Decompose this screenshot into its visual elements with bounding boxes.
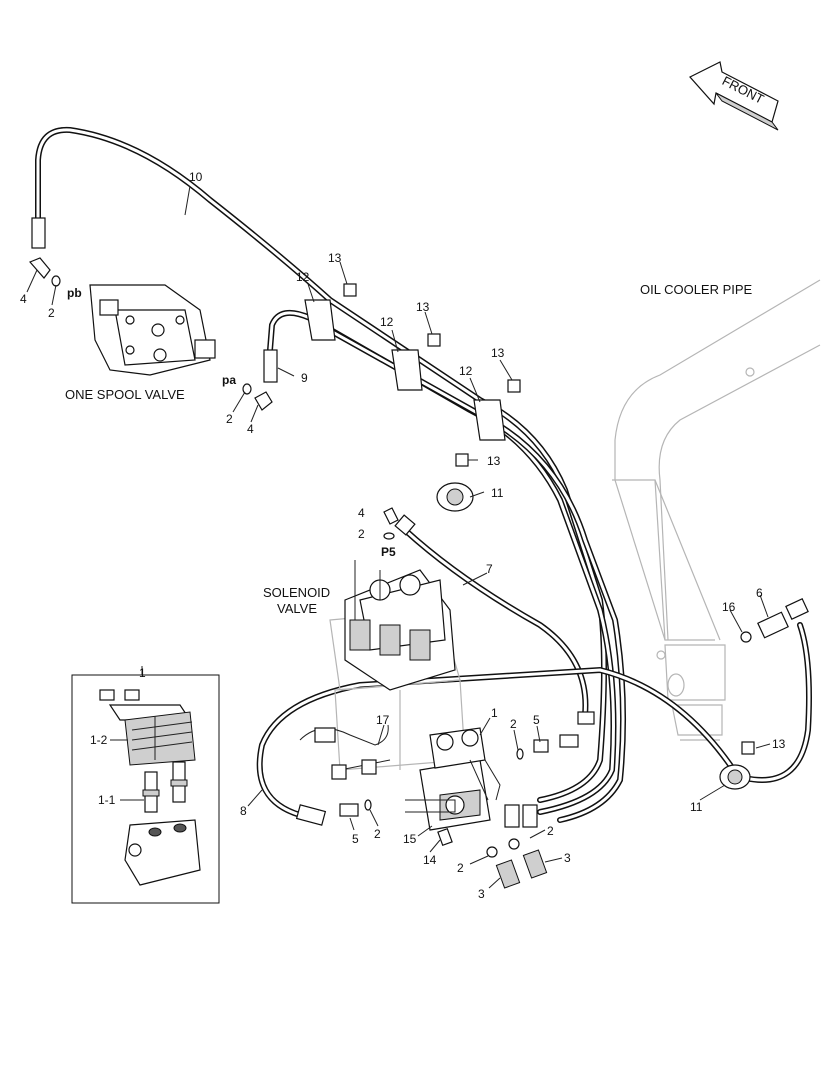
solenoid-valve-label-line2: VALVE — [277, 601, 317, 616]
inset-box — [71, 666, 220, 904]
solenoid-unit — [299, 724, 501, 831]
callout-9: 9 — [301, 371, 308, 385]
callout-13: 13 — [772, 737, 786, 751]
callout-11: 11 — [690, 800, 703, 814]
callout-14: 14 — [423, 853, 437, 867]
one-spool-valve-label: ONE SPOOL VALVE — [65, 387, 185, 402]
callout-7: 7 — [486, 562, 493, 576]
callout-3: 3 — [564, 851, 571, 865]
callout-2: 2 — [48, 306, 55, 320]
callout-5: 5 — [352, 832, 359, 846]
captions: OIL COOLER PIPE ONE SPOOL VALVE SOLENOID… — [65, 282, 753, 616]
callout-13: 13 — [416, 300, 430, 314]
front-arrow: FRONT — [689, 61, 779, 131]
callout-2: 2 — [374, 827, 381, 841]
fittings — [28, 217, 809, 889]
oil-cooler-pipe — [612, 279, 821, 741]
inset-callout-1-1: 1-1 — [98, 793, 116, 807]
one-spool-valve — [89, 284, 216, 376]
callout-2: 2 — [510, 717, 517, 731]
callout-13: 13 — [491, 346, 505, 360]
callout-12: 12 — [459, 364, 473, 378]
inset-callout-1-2: 1-2 — [90, 733, 108, 747]
callout-13: 13 — [487, 454, 501, 468]
callout-11: 11 — [491, 486, 504, 500]
port-pa-label: pa — [222, 373, 236, 387]
callout-2: 2 — [547, 824, 554, 838]
callout-16: 16 — [722, 600, 736, 614]
callout-2: 2 — [358, 527, 365, 541]
inset-callout-1: 1 — [139, 666, 146, 680]
callout-2: 2 — [457, 861, 464, 875]
hoses — [35, 126, 812, 823]
callout-2: 2 — [226, 412, 233, 426]
callout-1: 1 — [491, 706, 498, 720]
callout-12: 12 — [380, 315, 394, 329]
oil-cooler-pipe-label: OIL COOLER PIPE — [640, 282, 753, 297]
port-p5-label: P5 — [381, 545, 396, 559]
callout-numbers: 10 4 2 9 2 4 12 13 12 13 12 13 13 11 4 2… — [20, 170, 786, 901]
leader-lines — [26, 185, 771, 889]
callout-4: 4 — [247, 422, 254, 436]
callout-8: 8 — [240, 804, 247, 818]
solenoid-valve — [329, 560, 466, 771]
callout-6: 6 — [756, 586, 763, 600]
callout-10: 10 — [189, 170, 203, 184]
solenoid-valve-label-line1: SOLENOID — [263, 585, 330, 600]
callout-15: 15 — [403, 832, 417, 846]
callout-13: 13 — [328, 251, 342, 265]
callout-4: 4 — [20, 292, 27, 306]
callout-12: 12 — [296, 270, 310, 284]
callout-3: 3 — [478, 887, 485, 901]
callout-17: 17 — [376, 713, 390, 727]
port-pb-label: pb — [67, 286, 82, 300]
callout-4: 4 — [358, 506, 365, 520]
callout-5: 5 — [533, 713, 540, 727]
clamps — [304, 283, 755, 790]
